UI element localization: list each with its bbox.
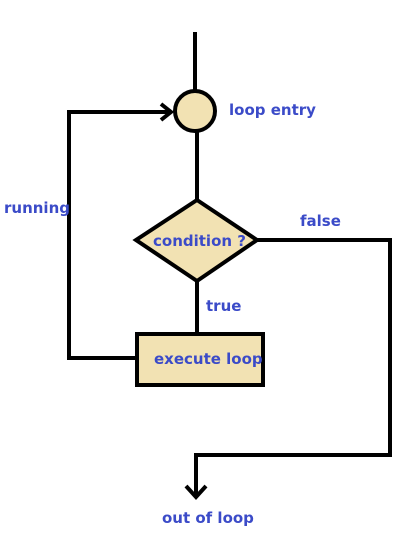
out-of-loop-label: out of loop bbox=[162, 509, 254, 527]
loop-entry-node bbox=[173, 89, 217, 133]
running-label: running bbox=[4, 199, 70, 217]
condition-label: condition ? bbox=[153, 232, 246, 250]
loop-back-arrow-line bbox=[67, 110, 170, 360]
false-branch-line bbox=[194, 238, 392, 496]
execute-loop-label: execute loop bbox=[154, 350, 263, 368]
exit-arrowhead bbox=[184, 484, 208, 500]
false-label: false bbox=[300, 212, 341, 230]
loop-entry-label: loop entry bbox=[229, 101, 316, 119]
true-label: true bbox=[206, 297, 241, 315]
loop-back-arrowhead bbox=[159, 102, 175, 122]
execute-loop-box bbox=[135, 332, 265, 387]
condition-diamond bbox=[132, 197, 261, 284]
